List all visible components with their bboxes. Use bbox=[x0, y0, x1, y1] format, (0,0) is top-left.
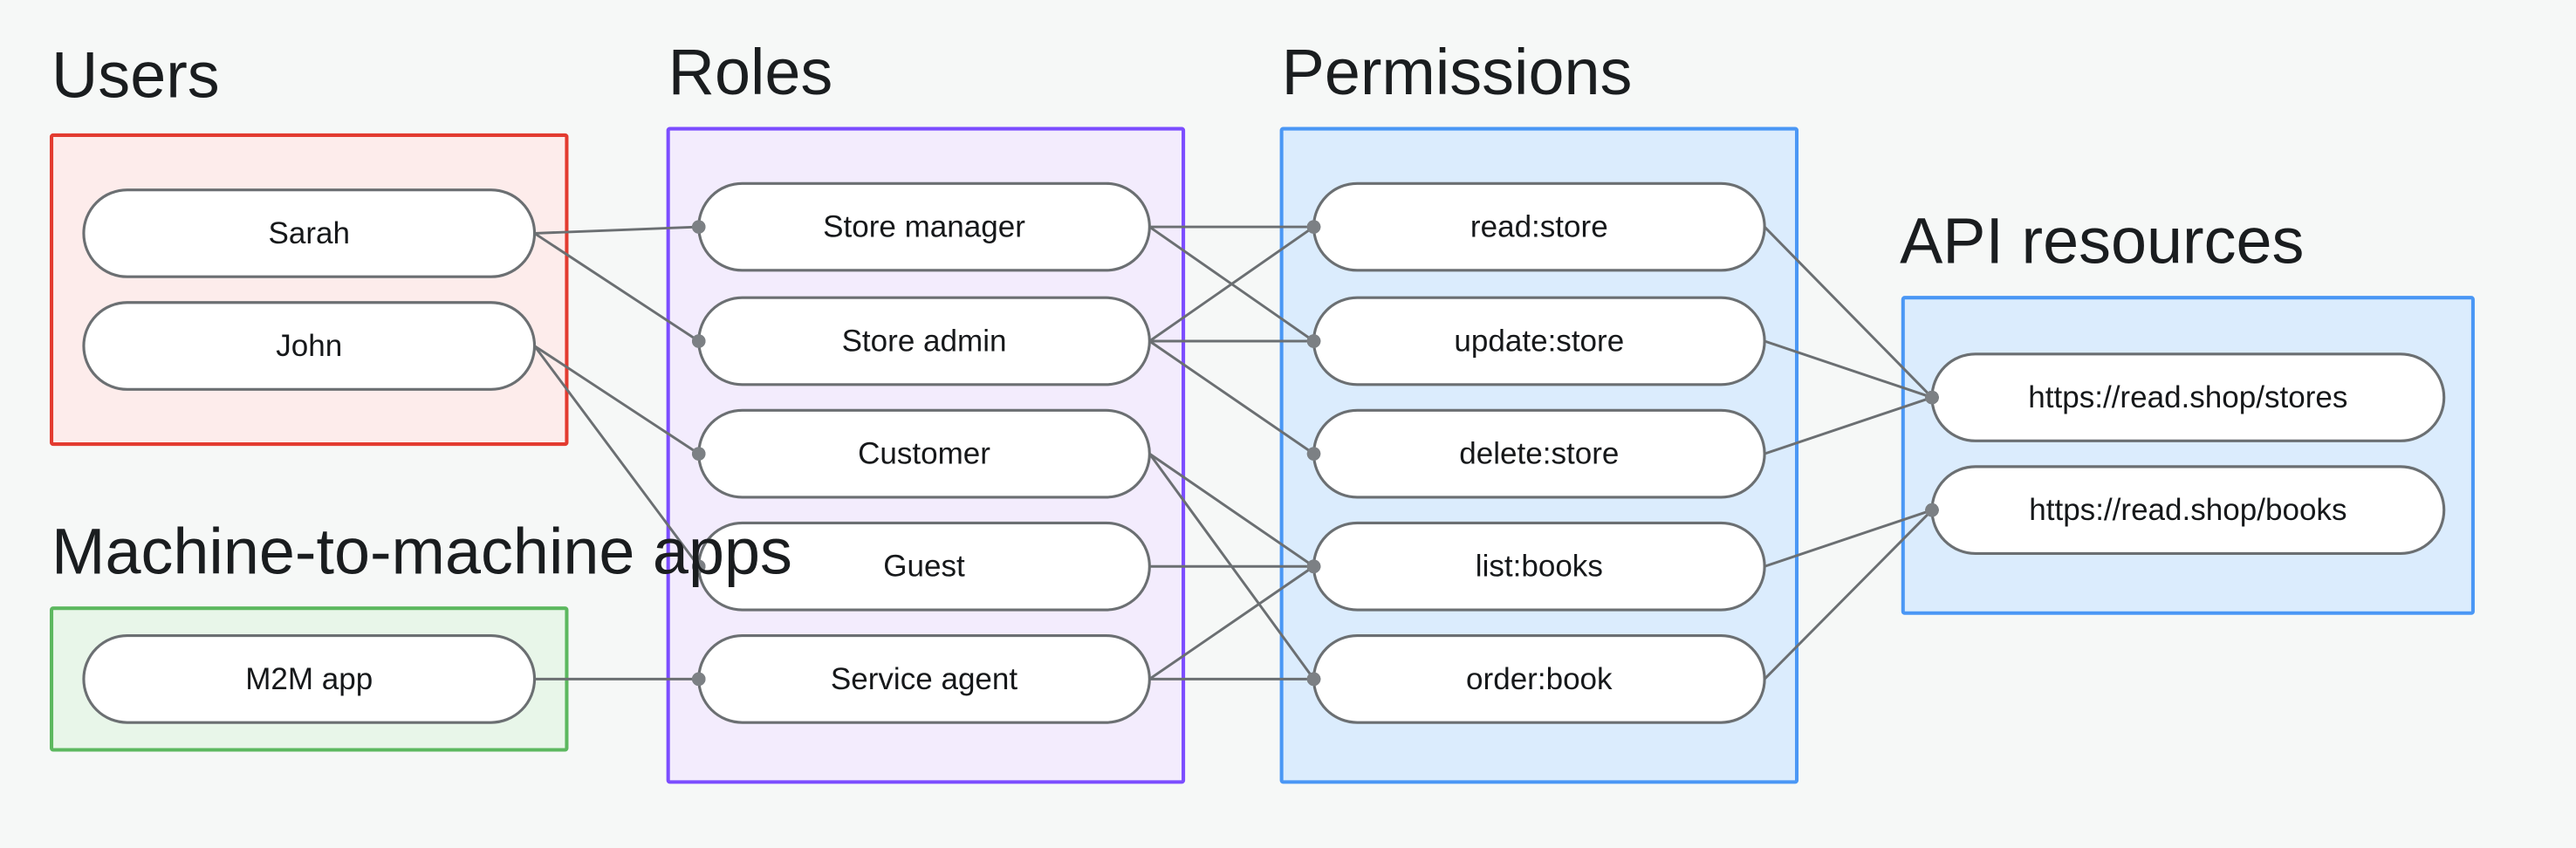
group-container-api_resources bbox=[1901, 296, 2475, 615]
edge-endpoint-dot-read_store bbox=[1306, 220, 1321, 234]
group-container-users bbox=[50, 133, 569, 447]
edge-delete_store-to-res_stores bbox=[1764, 396, 1933, 455]
node-label-res_stores: https://read.shop/stores bbox=[2028, 380, 2347, 414]
node-read_store[interactable]: read:store bbox=[1312, 181, 1766, 272]
edge-endpoint-dot-delete_store bbox=[1306, 447, 1321, 461]
edge-sarah-to-store_admin bbox=[533, 232, 700, 343]
edge-endpoint-dot-res_books bbox=[1925, 503, 1939, 517]
node-shape-john bbox=[82, 301, 537, 391]
edge-endpoint-dot-res_stores bbox=[1925, 390, 1939, 405]
node-service_agent[interactable]: Service agent bbox=[697, 633, 1151, 724]
edge-sarah-to-store_manager bbox=[534, 225, 699, 235]
node-label-delete_store: delete:store bbox=[1459, 437, 1619, 471]
edge-endpoint-dot-store_manager bbox=[691, 220, 706, 234]
node-label-guest: Guest bbox=[883, 550, 965, 584]
group-label-users: Users bbox=[51, 39, 220, 112]
node-label-read_store: read:store bbox=[1470, 210, 1608, 244]
group-label-api_resources: API resources bbox=[1900, 205, 2304, 277]
edge-update_store-to-res_stores bbox=[1764, 339, 1933, 399]
node-m2mapp[interactable]: M2M app bbox=[82, 633, 537, 724]
node-label-store_admin: Store admin bbox=[842, 325, 1007, 359]
edge-layer bbox=[533, 225, 1934, 680]
edge-john-to-guest bbox=[533, 345, 700, 568]
node-label-list_books: list:books bbox=[1476, 550, 1603, 584]
edge-endpoint-dot-customer bbox=[691, 447, 706, 461]
node-label-store_manager: Store manager bbox=[823, 210, 1025, 244]
edge-john-to-customer bbox=[533, 345, 700, 455]
edge-read_store-to-res_stores bbox=[1764, 226, 1934, 399]
edge-endpoint-dot-update_store bbox=[1306, 334, 1321, 348]
node-john[interactable]: John bbox=[82, 301, 537, 391]
node-label-m2mapp: M2M app bbox=[245, 662, 373, 696]
node-label-service_agent: Service agent bbox=[831, 662, 1018, 696]
edge-endpoint-dot-order_book bbox=[1306, 672, 1321, 687]
edge-endpoint-dot-store_admin bbox=[691, 334, 706, 348]
edge-list_books-to-res_books bbox=[1764, 509, 1933, 568]
edge-endpoint-dot-guest bbox=[691, 559, 706, 573]
edge-customer-to-list_books bbox=[1148, 452, 1315, 568]
node-delete_store[interactable]: delete:store bbox=[1312, 408, 1766, 499]
node-store_manager[interactable]: Store manager bbox=[697, 181, 1151, 272]
node-customer[interactable]: Customer bbox=[697, 408, 1151, 499]
node-order_book[interactable]: order:book bbox=[1312, 633, 1766, 724]
node-label-order_book: order:book bbox=[1466, 662, 1613, 696]
node-label-sarah: Sarah bbox=[268, 216, 349, 250]
node-label-update_store: update:store bbox=[1454, 325, 1624, 359]
edge-store_admin-to-delete_store bbox=[1148, 339, 1315, 455]
edge-endpoint-dot-list_books bbox=[1306, 559, 1321, 573]
node-label-john: John bbox=[276, 329, 342, 363]
edge-endpoint-layer bbox=[691, 220, 1939, 687]
edge-store_admin-to-read_store bbox=[1148, 225, 1315, 343]
node-shape-sarah bbox=[82, 188, 537, 278]
group-label-m2m: Machine-to-machine apps bbox=[51, 516, 792, 588]
node-res_stores[interactable]: https://read.shop/stores bbox=[1930, 352, 2446, 442]
node-list_books[interactable]: list:books bbox=[1312, 521, 1766, 612]
node-store_admin[interactable]: Store admin bbox=[697, 296, 1151, 386]
edge-order_book-to-res_books bbox=[1764, 509, 1934, 680]
edge-endpoint-dot-service_agent bbox=[691, 672, 706, 687]
node-guest[interactable]: Guest bbox=[697, 521, 1151, 612]
edge-service_agent-to-list_books bbox=[1148, 565, 1315, 680]
group-label-permissions: Permissions bbox=[1282, 36, 1633, 108]
node-update_store[interactable]: update:store bbox=[1312, 296, 1766, 386]
node-label-customer: Customer bbox=[858, 437, 990, 471]
group-label-roles: Roles bbox=[668, 36, 833, 108]
node-res_books[interactable]: https://read.shop/books bbox=[1930, 465, 2446, 556]
node-shape-m2mapp bbox=[82, 633, 537, 724]
node-sarah[interactable]: Sarah bbox=[82, 188, 537, 278]
node-label-res_books: https://read.shop/books bbox=[2029, 493, 2346, 527]
